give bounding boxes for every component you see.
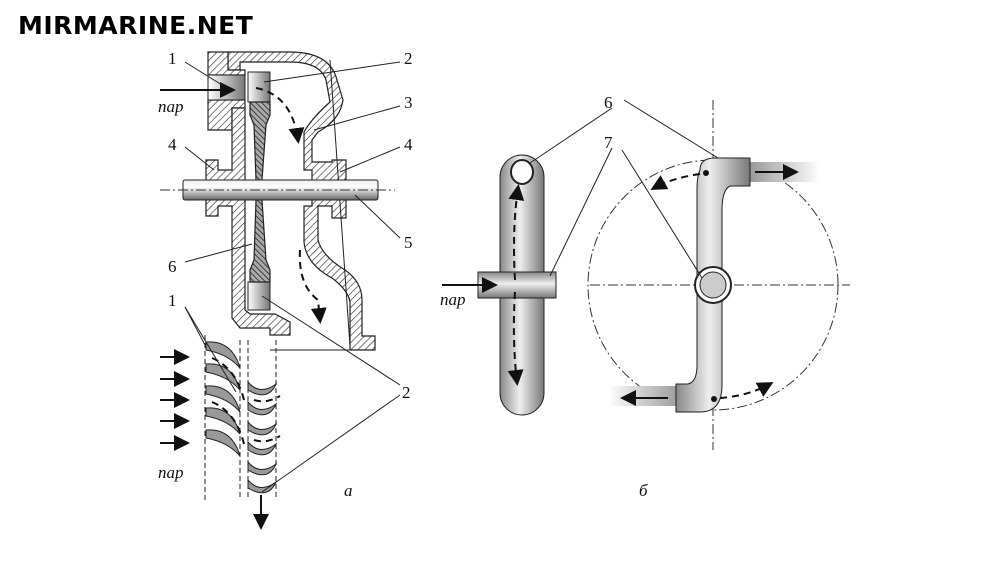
caption-b: б [639,481,648,500]
callout-6-b: 6 [604,93,613,112]
steam-label-b: пар [440,290,466,309]
watermark-logo: MIRMARINE.NET [18,11,253,40]
steam-label: пар [158,97,184,116]
callout-1: 1 [168,49,177,68]
callout-4-left: 4 [168,135,177,154]
figure-a-turbine-section [160,51,401,386]
callout-7-b: 7 [604,133,613,152]
callout-6: 6 [168,257,177,276]
blade-cascade [160,306,401,530]
figure-b-reaction-wheel [442,99,850,450]
callout-4-right: 4 [404,135,413,154]
steam-label-cascade: пар [158,463,184,482]
callout-1-cascade: 1 [168,291,177,310]
callout-5: 5 [404,233,413,252]
callout-2: 2 [404,49,413,68]
caption-a: а [344,481,353,500]
callout-2-cascade: 2 [402,383,411,402]
callout-3: 3 [404,93,413,112]
